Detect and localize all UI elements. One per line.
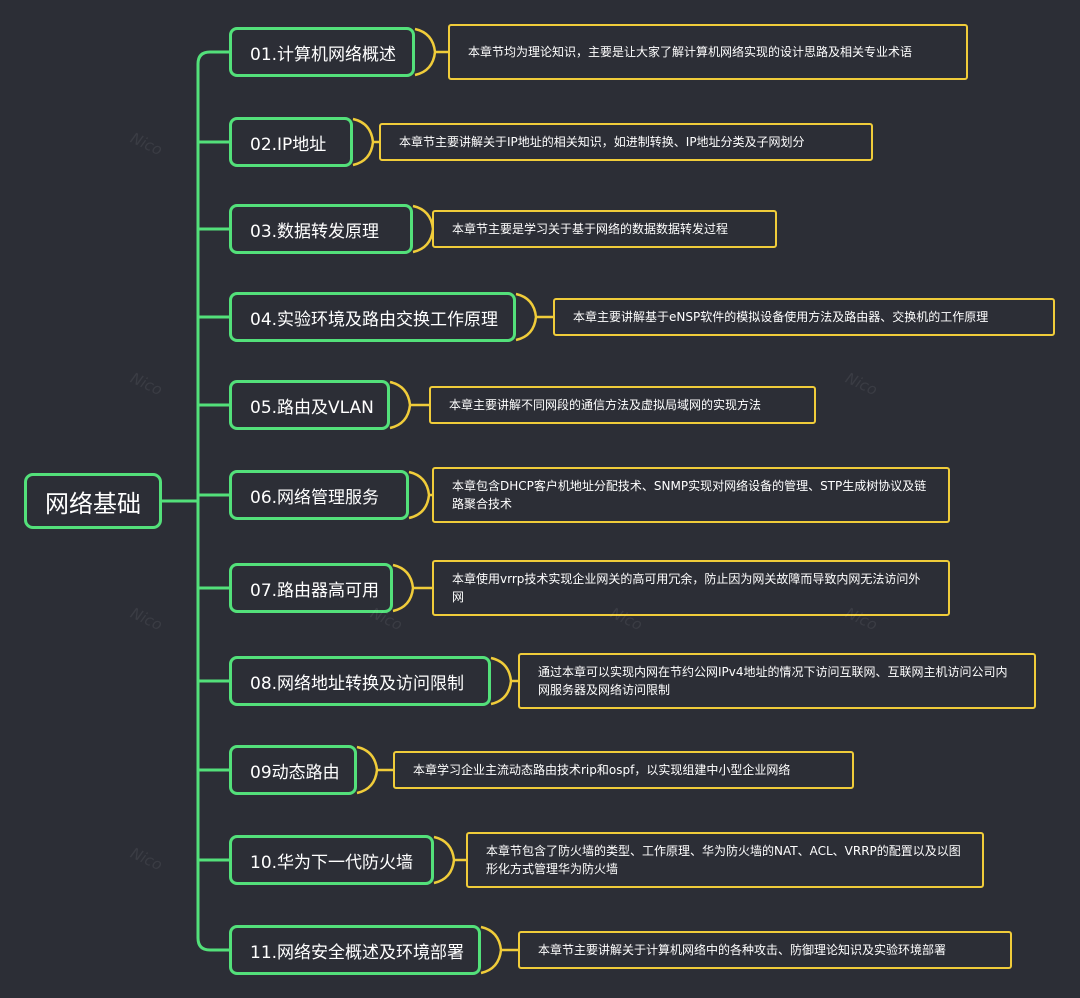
topic-note: 本章包含DHCP客户机地址分配技术、SNMP实现对网络设备的管理、STP生成树协… [432,467,950,523]
root-topic[interactable]: 网络基础 [24,473,162,529]
note-bracket [515,292,538,342]
topic-note: 本章节主要是学习关于基于网络的数据数据转发过程 [432,210,777,248]
note-bracket [352,117,375,167]
topic-note: 本章使用vrrp技术实现企业网关的高可用冗余，防止因为网关故障而导致内网无法访问… [432,560,950,616]
topic-note: 本章节均为理论知识，主要是让大家了解计算机网络实现的设计思路及相关专业术语 [448,24,968,80]
topic-node[interactable]: 10.华为下一代防火墙 [229,835,434,885]
topic-node[interactable]: 06.网络管理服务 [229,470,409,520]
topic-node[interactable]: 03.数据转发原理 [229,204,413,254]
topic-node[interactable]: 07.路由器高可用 [229,563,393,613]
topic-node[interactable]: 11.网络安全概述及环境部署 [229,925,481,975]
note-bracket [412,204,435,254]
note-bracket [433,835,456,885]
branch-curve-bottom [196,937,229,952]
topic-note: 本章节包含了防火墙的类型、工作原理、华为防火墙的NAT、ACL、VRRP的配置以… [466,832,984,888]
note-bracket [480,925,503,975]
note-bracket [414,27,437,77]
topic-note: 本章节主要讲解关于IP地址的相关知识，如进制转换、IP地址分类及子网划分 [379,123,873,161]
topic-node[interactable]: 04.实验环境及路由交换工作原理 [229,292,516,342]
topic-note: 本章学习企业主流动态路由技术rip和ospf，以实现组建中小型企业网络 [393,751,854,789]
note-bracket [389,380,412,430]
topic-node[interactable]: 02.IP地址 [229,117,353,167]
topic-node[interactable]: 01.计算机网络概述 [229,27,415,77]
topic-note: 本章主要讲解不同网段的通信方法及虚拟局域网的实现方法 [429,386,816,424]
note-bracket [490,656,513,706]
note-bracket [356,745,379,795]
topic-node[interactable]: 08.网络地址转换及访问限制 [229,656,491,706]
note-bracket [392,563,415,613]
topic-node[interactable]: 09动态路由 [229,745,357,795]
note-bracket [408,470,431,520]
topic-node[interactable]: 05.路由及VLAN [229,380,390,430]
topic-note: 本章节主要讲解关于计算机网络中的各种攻击、防御理论知识及实验环境部署 [518,931,1012,969]
topic-note: 本章主要讲解基于eNSP软件的模拟设备使用方法及路由器、交换机的工作原理 [553,298,1055,336]
topic-note: 通过本章可以实现内网在节约公网IPv4地址的情况下访问互联网、互联网主机访问公司… [518,653,1036,709]
branch-curve-top [196,50,229,65]
